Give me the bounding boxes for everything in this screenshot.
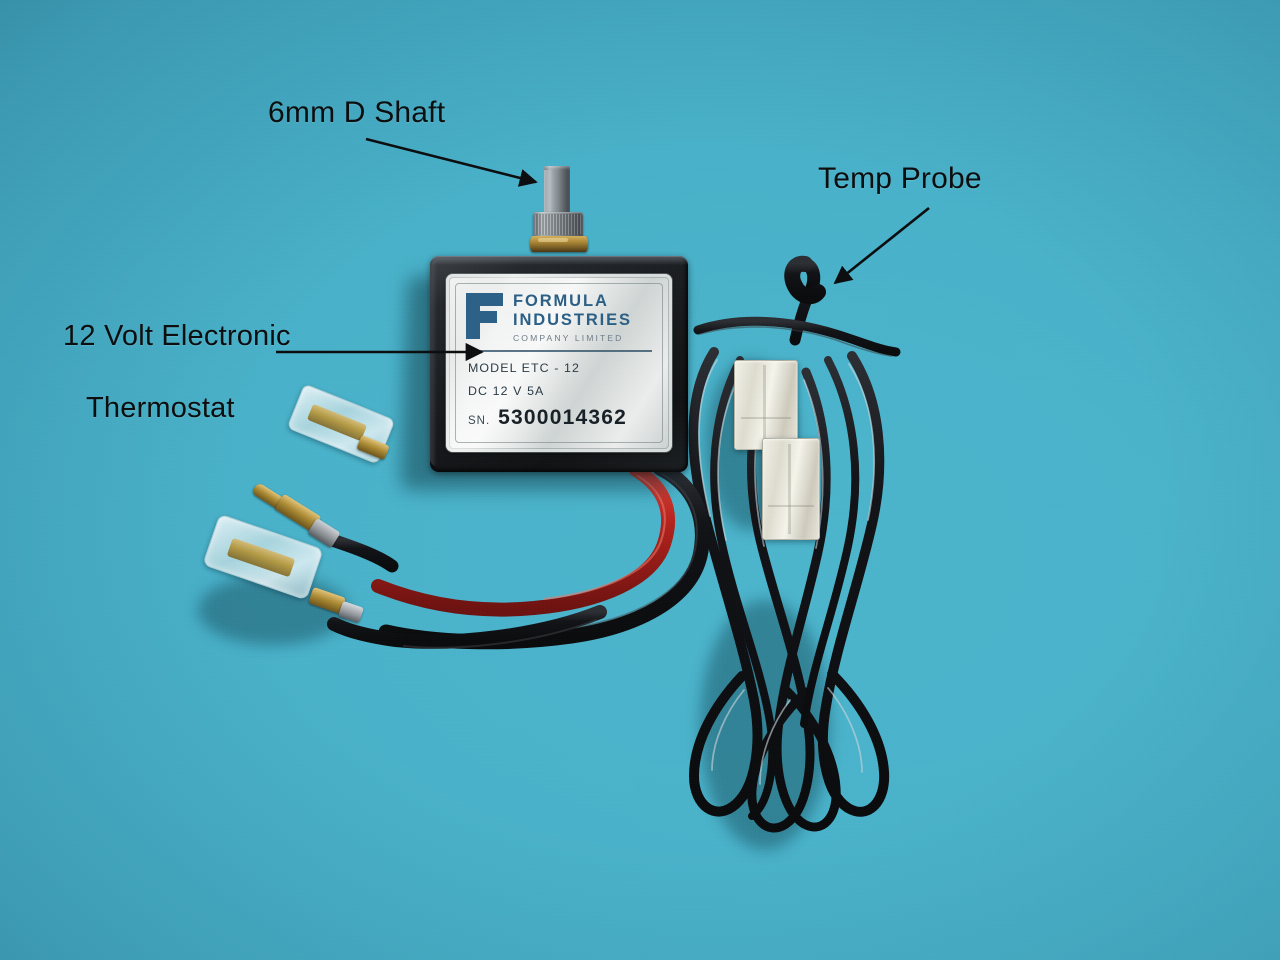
label-divider <box>468 350 652 352</box>
formula-f-logo-icon <box>466 293 504 339</box>
serial-number-value: 5300014362 <box>498 406 627 429</box>
product-label: FORMULA INDUSTRIES COMPANY LIMITED MODEL… <box>446 274 672 452</box>
connector-rib <box>768 505 814 507</box>
brand-name-line2: INDUSTRIES <box>513 311 632 329</box>
serial-number-row: SN. 5300014362 <box>466 406 654 430</box>
annotation-6mm-d-shaft: 6mm D Shaft <box>268 96 446 129</box>
d-shaft-flat <box>544 170 553 214</box>
nut-knurling <box>535 214 581 235</box>
label-rating: DC 12 V 5A <box>468 384 545 398</box>
two-pin-connector-upper <box>734 360 798 450</box>
annotation-temp-probe: Temp Probe <box>818 162 982 195</box>
arrow-6mm-d-shaft <box>365 137 538 187</box>
annotation-12v-thermostat-line2: Thermostat <box>86 392 235 424</box>
product-label-inner: FORMULA INDUSTRIES COMPANY LIMITED MODEL… <box>455 283 663 443</box>
two-pin-connector-lower <box>762 438 820 540</box>
brand-row: FORMULA INDUSTRIES COMPANY LIMITED <box>466 292 654 345</box>
serial-number-prefix: SN. <box>468 415 491 427</box>
thermostat-enclosure: FORMULA INDUSTRIES COMPANY LIMITED MODEL… <box>430 256 688 472</box>
connector-rib <box>763 365 766 445</box>
enclosure-top-bevel <box>430 256 688 265</box>
shadow-cable-coil <box>700 600 830 850</box>
arrow-temp-probe <box>833 206 930 285</box>
brass-washer <box>530 236 588 252</box>
brand-text: FORMULA INDUSTRIES COMPANY LIMITED <box>513 292 654 345</box>
connector-rib <box>788 444 791 534</box>
brand-subtitle: COMPANY LIMITED <box>513 333 624 343</box>
potentiometer-shaft-assembly <box>528 166 600 262</box>
connector-rib <box>741 417 791 419</box>
brand-name-line1: FORMULA <box>513 292 609 310</box>
annotation-12v-thermostat: 12 Volt Electronic Thermostat <box>30 282 291 498</box>
mounting-nut <box>533 212 583 238</box>
label-model: MODEL ETC - 12 <box>468 361 581 375</box>
washer-highlight <box>538 238 568 242</box>
power-wires <box>325 460 710 650</box>
enclosure-left-bevel <box>430 260 437 466</box>
annotation-12v-thermostat-line1: 12 Volt Electronic <box>63 320 291 352</box>
